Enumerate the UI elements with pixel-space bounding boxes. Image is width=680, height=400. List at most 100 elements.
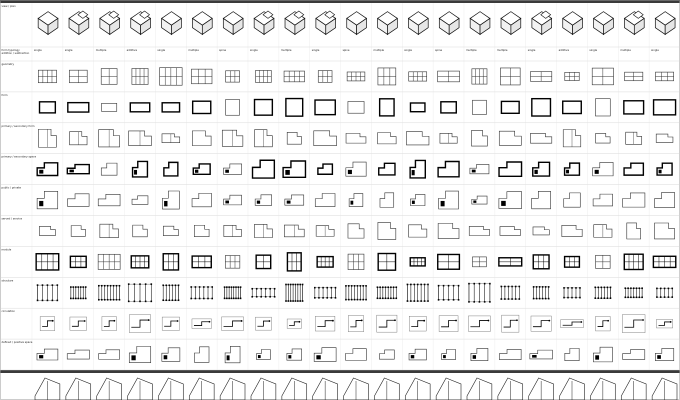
form-outline [284,194,305,206]
circulation-outline [348,315,364,332]
column-dot [600,297,603,299]
column-dot [198,297,201,300]
column-dot [663,296,666,298]
diagram-cell [408,71,428,82]
poche-fill [501,200,506,206]
column-dot [606,286,609,289]
form-outline [132,224,148,238]
form-outline [286,348,302,361]
circulation-outline [530,315,552,332]
form-outline [347,223,365,239]
form-outline [97,193,121,207]
diagram-cell [592,193,613,207]
diagram-cell [254,223,273,238]
diagram-cell [408,224,428,238]
diagram-cell [223,163,242,175]
diagram-cell [347,101,365,114]
iso-front [263,17,275,36]
column-dot [382,286,384,289]
diagram-cell [222,11,244,36]
column-dot [406,283,409,286]
form-outline [70,225,86,237]
column-type-label: single [651,48,659,52]
circulation-path [378,319,395,328]
column-dot [518,298,521,300]
diagram-cell [348,315,364,332]
circulation-outline [409,316,427,332]
diagram-cell [408,348,427,361]
iso-front [356,17,367,36]
column-dot [273,287,276,290]
form-outline [562,129,582,148]
form-outline [38,128,57,148]
diagram-cell [313,130,337,146]
circulation-node [83,320,86,322]
diagram-cell [38,128,57,148]
circulation-path [193,321,210,326]
diagram-cell [253,10,275,36]
poche-fill [225,200,229,204]
column-dot [334,286,337,289]
form-outline [224,346,241,364]
form-outline [313,347,337,362]
column-dot [75,297,77,300]
diagram-cell [532,254,550,270]
diagram-cell [163,161,179,177]
column-dot [627,296,629,299]
column-dot [410,300,412,302]
form-outline [161,347,181,362]
diagram-cell [498,191,522,209]
form-outline [592,162,614,177]
column-dot [322,297,324,299]
column-dot [299,283,302,286]
diagram-cell [500,100,520,115]
iso-front [541,17,552,36]
diagram-cell [564,348,580,362]
form-outline [593,224,613,238]
column-dot [174,284,177,287]
form-outline [410,194,426,206]
column-dot [51,284,54,286]
column-dot [211,297,214,300]
circulation-node [360,319,363,322]
column-dot [165,299,168,302]
column-dot [82,297,85,300]
diagram-cell [345,285,367,301]
poche-fill [440,200,445,207]
section-sketch [435,377,462,400]
diagram-cell [190,286,214,300]
form-outline [377,132,397,145]
column-dot [41,299,44,302]
column-dot [427,300,429,302]
diagram-cell [162,284,180,302]
column-dot [232,286,235,288]
column-dot [168,284,171,287]
diagram-cell [282,160,307,178]
form-outline [626,222,641,240]
column-dot [468,301,470,303]
form-outline [378,162,396,176]
column-dot [659,287,662,290]
circulation-path [103,320,115,327]
column-dot [362,298,364,301]
circulation-outline [315,316,336,332]
form-outline [39,226,56,236]
diagram-cell [563,255,581,268]
diagram-cell [531,10,553,36]
column-dot [457,299,460,301]
column-dot [237,286,240,288]
form-outline [530,133,553,144]
diagram-cell [348,193,364,207]
diagram-cell [624,287,643,299]
column-dot [289,300,292,302]
diagram-cell [36,162,59,177]
column-type-label: multiple [373,48,384,52]
column-dot [77,286,80,288]
iso-front [417,17,429,36]
form-outline [470,348,489,361]
column-type-label: multiple [281,48,292,52]
poche-fill [472,355,477,359]
diagram-cell [97,193,121,207]
column-dot [600,286,603,289]
column-dot [597,297,600,299]
